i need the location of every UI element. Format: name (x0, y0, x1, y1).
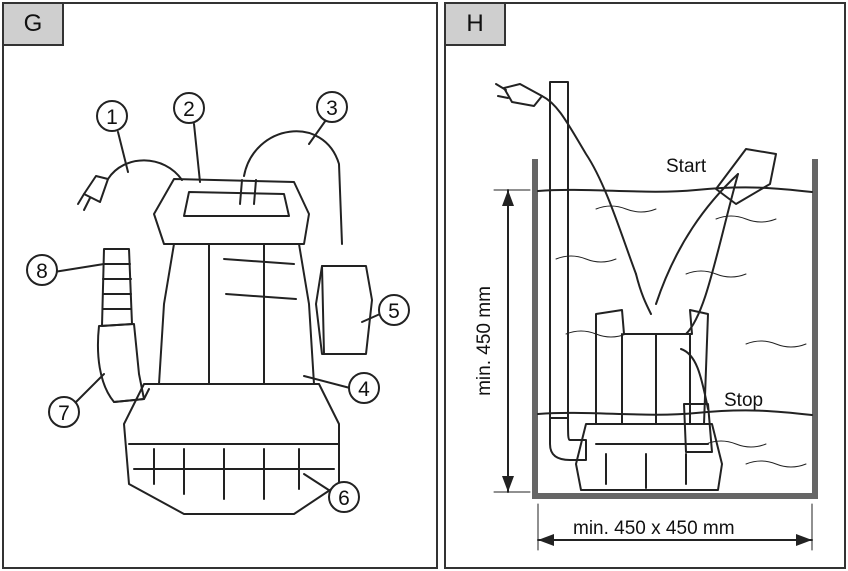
callout-1 (96, 100, 128, 132)
callout-4 (348, 372, 380, 404)
height-label: min. 450 mm (474, 286, 495, 396)
outlet-elbow (96, 323, 145, 403)
callout-3 (316, 91, 348, 123)
shaft-right-wall (812, 159, 818, 499)
panel-h-tab: H (446, 4, 506, 46)
panel-g-tab: G (4, 4, 64, 46)
installation-diagram: Start Stop min. 450 x 450 mm min. 450 mm (474, 81, 818, 551)
callout-4-label: 4 (358, 378, 370, 401)
power-cable (107, 159, 183, 181)
height-arrow-bottom (502, 476, 514, 492)
shaft-left-wall (532, 159, 538, 499)
pump-base (123, 383, 340, 515)
width-arrow-left (538, 534, 554, 546)
power-cable (541, 95, 637, 275)
width-arrow-right (796, 534, 812, 546)
power-plug (83, 175, 109, 203)
pump-handle (158, 243, 315, 385)
callout-3-label: 3 (326, 97, 338, 120)
float-cable (243, 130, 343, 245)
pump-illustration: 1 2 3 4 5 6 7 8 (26, 91, 410, 515)
callout-8-label: 8 (36, 260, 48, 283)
hose-connector (101, 248, 133, 327)
water-level-start (537, 186, 813, 193)
pump-top (153, 178, 310, 245)
callout-5 (378, 294, 410, 326)
callout-5-label: 5 (388, 300, 400, 323)
float-switch-start (715, 148, 777, 205)
pump-base (575, 423, 723, 491)
start-label: Start (666, 156, 707, 177)
callout-8 (26, 254, 58, 286)
shaft-floor (532, 493, 818, 499)
float-switch-stop (683, 403, 713, 453)
height-arrow-top (502, 190, 514, 206)
power-plug (503, 83, 543, 107)
float-switch (315, 265, 373, 355)
pump-body (595, 309, 709, 425)
outlet-elbow (549, 417, 587, 461)
callout-1-label: 1 (106, 106, 118, 129)
callout-2-label: 2 (183, 98, 195, 121)
panel-g: G (2, 2, 438, 569)
stop-label: Stop (724, 390, 763, 411)
callout-6 (328, 481, 360, 513)
width-label: min. 450 x 450 mm (573, 518, 735, 539)
callout-2 (173, 92, 205, 124)
panel-h: H (444, 2, 846, 569)
riser-pipe (549, 81, 569, 419)
float-cable (655, 173, 739, 305)
callout-6-label: 6 (338, 487, 350, 510)
callout-7 (48, 396, 80, 428)
water-level-stop (537, 409, 813, 416)
callout-7-label: 7 (58, 402, 70, 425)
